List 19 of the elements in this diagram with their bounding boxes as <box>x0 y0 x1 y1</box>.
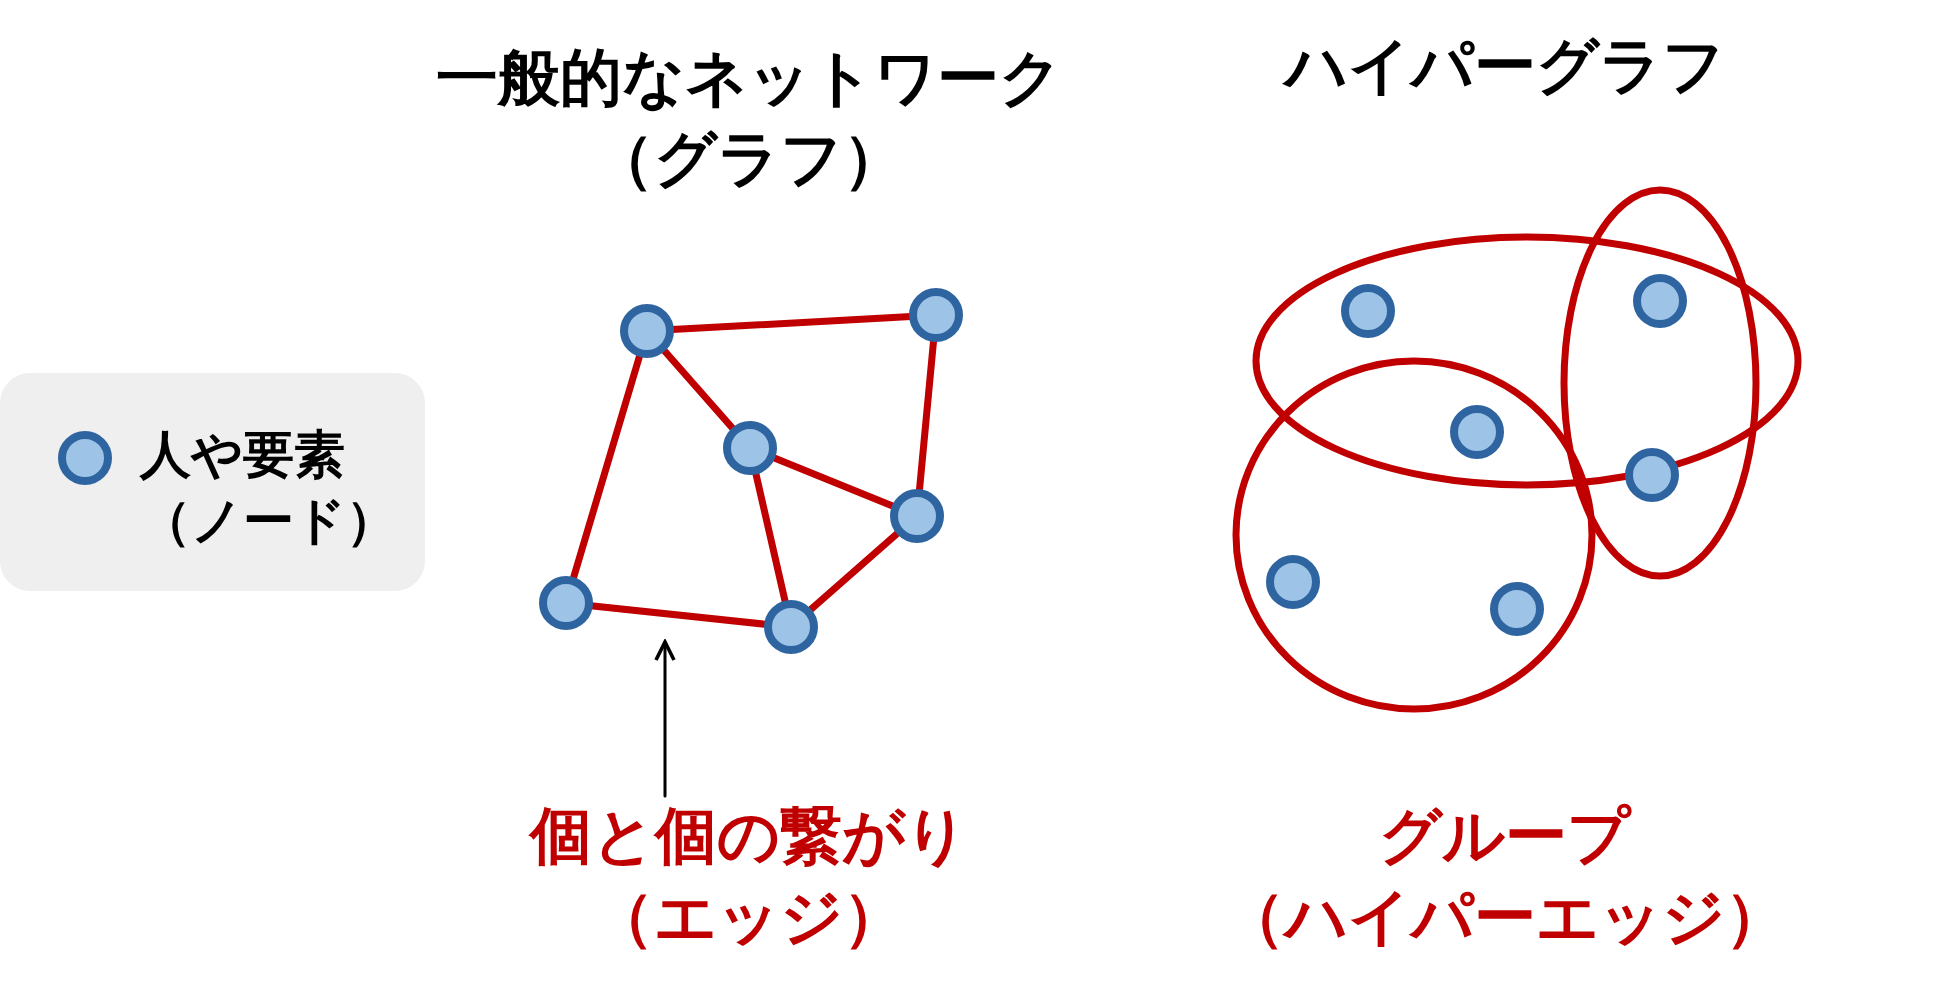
node-circle <box>539 576 593 630</box>
node-circle <box>1450 405 1504 459</box>
hypergraph-title: ハイパーグラフ <box>1257 26 1753 107</box>
node-circle <box>764 600 818 654</box>
node-circle <box>1633 274 1687 328</box>
hyperedge-caption: グループ（ハイパーエッジ） <box>1222 798 1788 955</box>
edge-line <box>806 529 902 614</box>
graph-title: 一般的なネットワーク（グラフ） <box>435 40 1063 197</box>
node-circle <box>723 421 777 475</box>
leader-arrow <box>654 640 676 798</box>
legend-text: 人や要素（ノード） <box>140 424 398 553</box>
node-circle <box>1266 555 1320 609</box>
node-circle <box>890 489 944 543</box>
node-circle <box>1490 582 1544 636</box>
node-circle <box>909 288 963 342</box>
node-circle <box>1625 448 1679 502</box>
edge-caption: 個と個の繋がり（エッジ） <box>527 798 969 955</box>
node-circle <box>1341 284 1395 338</box>
node-circle <box>620 304 674 358</box>
